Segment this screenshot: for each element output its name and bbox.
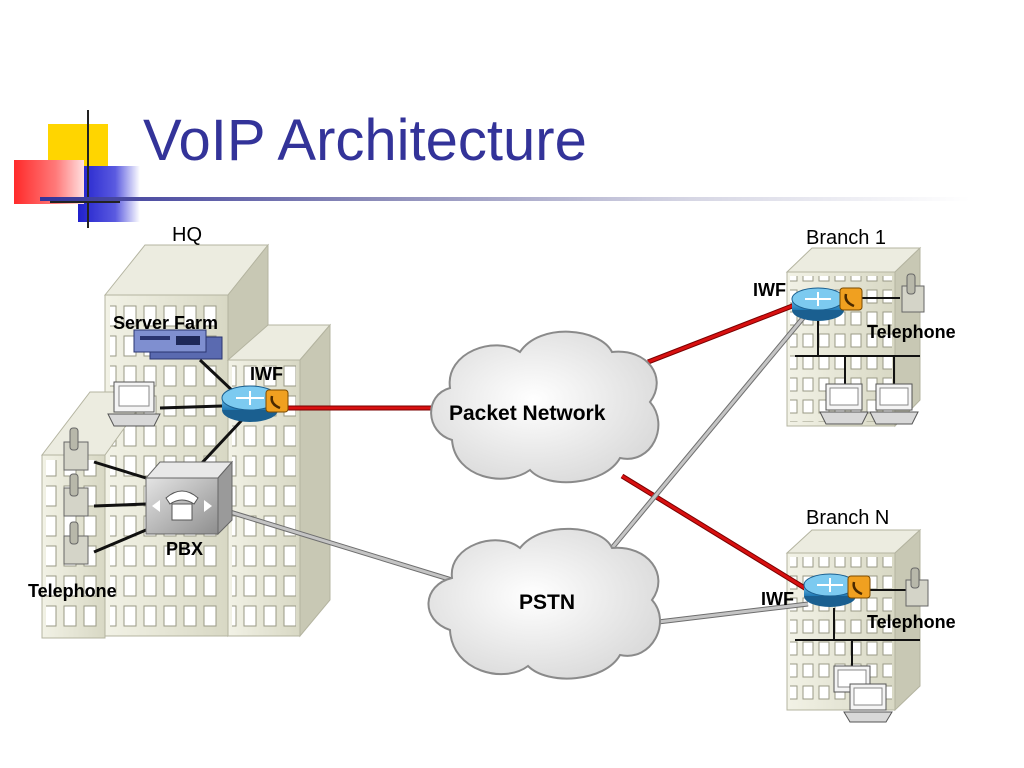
hq-telephone-icon-3: [63, 521, 89, 565]
branch1-telephone-label: Telephone: [867, 322, 956, 342]
server-farm-icon: [133, 329, 223, 360]
hq-label: HQ: [172, 224, 202, 246]
branchN-label: Branch N: [806, 507, 890, 529]
hq-computer-icon: [107, 381, 161, 427]
hq-iwf-label: IWF: [250, 364, 283, 384]
pstn-links: [229, 310, 810, 625]
deco-horizontal-line: [50, 201, 120, 203]
server-farm-label: Server Farm: [113, 313, 219, 333]
branch1-computer-icon-1: [819, 383, 869, 425]
branch1-iwf-label: IWF: [753, 280, 786, 300]
page-title: VoIP Architecture: [143, 108, 587, 173]
hq-telephone-label: Telephone: [28, 581, 117, 601]
branchN-telephone-icon: [905, 567, 929, 607]
packet-network-cloud: [430, 330, 660, 484]
hq-building: [40, 243, 332, 639]
hq-telephone-icon-1: [63, 427, 89, 471]
branch1-iwf-router-icon: [791, 287, 863, 321]
branchN-computer-icon-2: [843, 683, 893, 723]
pstn-cloud: [427, 527, 662, 680]
pbx-icon: [144, 460, 234, 536]
deco-vertical-line: [87, 110, 89, 228]
hq-telephone-icon-2: [63, 473, 89, 517]
branch1-computer-icon-2: [869, 383, 919, 425]
hq-iwf-router-icon: [221, 385, 289, 422]
branch1-label: Branch 1: [806, 227, 887, 249]
deco-red-square: [14, 160, 84, 204]
pstn-label: PSTN: [519, 591, 576, 614]
pbx-label: PBX: [166, 539, 204, 559]
hq-internal-links: [93, 358, 244, 554]
branch1-telephone-icon: [901, 273, 925, 313]
branchN-iwf-router-icon: [803, 573, 871, 607]
branchN-iwf-label: IWF: [761, 589, 794, 609]
branchN-telephone-label: Telephone: [867, 612, 956, 632]
packet-network-label: Packet Network: [449, 402, 606, 425]
title-underline: [40, 197, 970, 201]
